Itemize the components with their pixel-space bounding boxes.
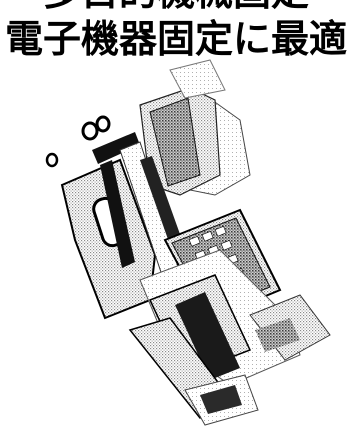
back-plate: [60, 132, 157, 320]
screw-parts: [45, 115, 111, 168]
top-clamp-box: [139, 59, 251, 196]
heading-top-line: 多目的機械固定: [0, 0, 352, 14]
lower-bracket: [139, 249, 331, 386]
base-foot: [128, 317, 259, 426]
page-title: 電子機器固定に最適: [4, 17, 347, 61]
